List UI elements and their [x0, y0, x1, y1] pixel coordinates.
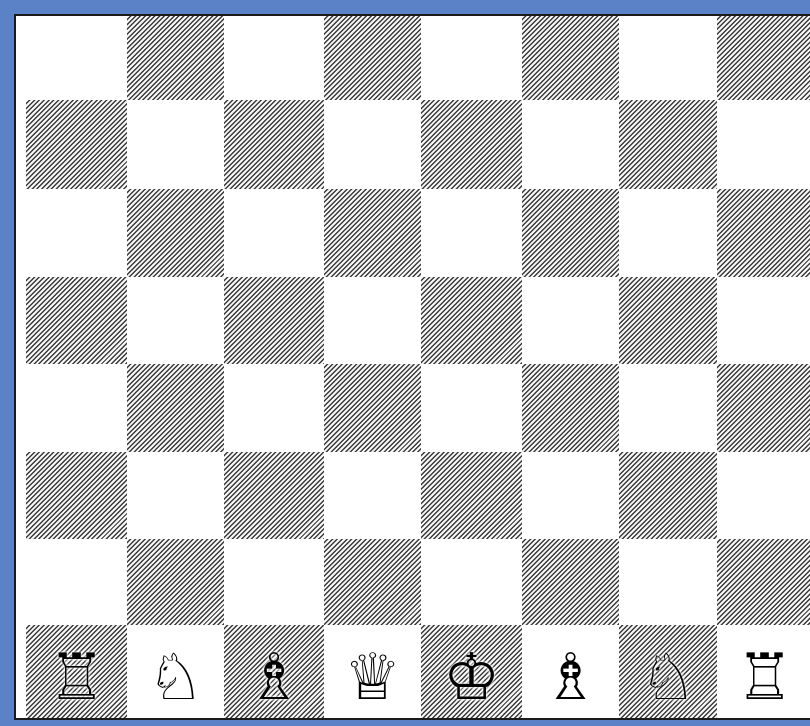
square-c7[interactable] — [224, 100, 324, 189]
white-knight-piece[interactable]: ♘ — [143, 646, 208, 710]
square-e6[interactable] — [421, 189, 522, 277]
square-a3[interactable] — [26, 452, 127, 539]
square-b5[interactable] — [127, 277, 224, 364]
square-e4[interactable] — [421, 364, 522, 452]
square-f7[interactable] — [522, 100, 619, 189]
chess-board: ♖ ♘ ♗ ♕ ♔ ♗ ♘ ♖ — [14, 14, 810, 720]
square-b7[interactable] — [127, 100, 224, 189]
square-b3[interactable] — [127, 452, 224, 539]
square-f6[interactable] — [522, 189, 619, 277]
square-c5[interactable] — [224, 277, 324, 364]
square-d6[interactable] — [324, 189, 421, 277]
square-g7[interactable] — [619, 100, 717, 189]
square-c8[interactable] — [224, 16, 324, 100]
square-e7[interactable] — [421, 100, 522, 189]
square-f4[interactable] — [522, 364, 619, 452]
square-d8[interactable] — [324, 16, 421, 100]
square-h4[interactable] — [717, 364, 810, 452]
square-f3[interactable] — [522, 452, 619, 539]
square-a1[interactable]: ♖ — [26, 625, 127, 720]
white-rook-piece[interactable]: ♖ — [44, 646, 109, 710]
square-f2[interactable] — [522, 539, 619, 625]
square-c3[interactable] — [224, 452, 324, 539]
square-h5[interactable] — [717, 277, 810, 364]
square-d5[interactable] — [324, 277, 421, 364]
square-d7[interactable] — [324, 100, 421, 189]
square-h2[interactable] — [717, 539, 810, 625]
square-h1[interactable]: ♖ — [717, 625, 810, 720]
square-d4[interactable] — [324, 364, 421, 452]
white-bishop-piece[interactable]: ♗ — [241, 646, 306, 710]
square-c6[interactable] — [224, 189, 324, 277]
square-c2[interactable] — [224, 539, 324, 625]
square-a4[interactable] — [26, 364, 127, 452]
white-bishop-piece[interactable]: ♗ — [538, 646, 603, 710]
square-c4[interactable] — [224, 364, 324, 452]
square-e1[interactable]: ♔ — [421, 625, 522, 720]
square-f8[interactable] — [522, 16, 619, 100]
square-d3[interactable] — [324, 452, 421, 539]
square-h7[interactable] — [717, 100, 810, 189]
square-g5[interactable] — [619, 277, 717, 364]
white-knight-piece[interactable]: ♘ — [635, 646, 700, 710]
square-d2[interactable] — [324, 539, 421, 625]
square-d1[interactable]: ♕ — [324, 625, 421, 720]
square-b6[interactable] — [127, 189, 224, 277]
square-f5[interactable] — [522, 277, 619, 364]
square-e2[interactable] — [421, 539, 522, 625]
square-a6[interactable] — [26, 189, 127, 277]
square-c1[interactable]: ♗ — [224, 625, 324, 720]
square-g3[interactable] — [619, 452, 717, 539]
square-h8[interactable] — [717, 16, 810, 100]
white-rook-piece[interactable]: ♖ — [732, 646, 797, 710]
square-g6[interactable] — [619, 189, 717, 277]
square-g8[interactable] — [619, 16, 717, 100]
square-b1[interactable]: ♘ — [127, 625, 224, 720]
square-g4[interactable] — [619, 364, 717, 452]
square-g1[interactable]: ♘ — [619, 625, 717, 720]
square-b4[interactable] — [127, 364, 224, 452]
white-queen-piece[interactable]: ♕ — [340, 646, 405, 710]
square-f1[interactable]: ♗ — [522, 625, 619, 720]
square-b2[interactable] — [127, 539, 224, 625]
square-a5[interactable] — [26, 277, 127, 364]
square-h6[interactable] — [717, 189, 810, 277]
square-a7[interactable] — [26, 100, 127, 189]
square-e3[interactable] — [421, 452, 522, 539]
square-e5[interactable] — [421, 277, 522, 364]
square-h3[interactable] — [717, 452, 810, 539]
square-e8[interactable] — [421, 16, 522, 100]
square-a8[interactable] — [26, 16, 127, 100]
square-b8[interactable] — [127, 16, 224, 100]
white-king-piece[interactable]: ♔ — [439, 646, 504, 710]
square-g2[interactable] — [619, 539, 717, 625]
board-grid: ♖ ♘ ♗ ♕ ♔ ♗ ♘ ♖ — [26, 16, 810, 720]
square-a2[interactable] — [26, 539, 127, 625]
